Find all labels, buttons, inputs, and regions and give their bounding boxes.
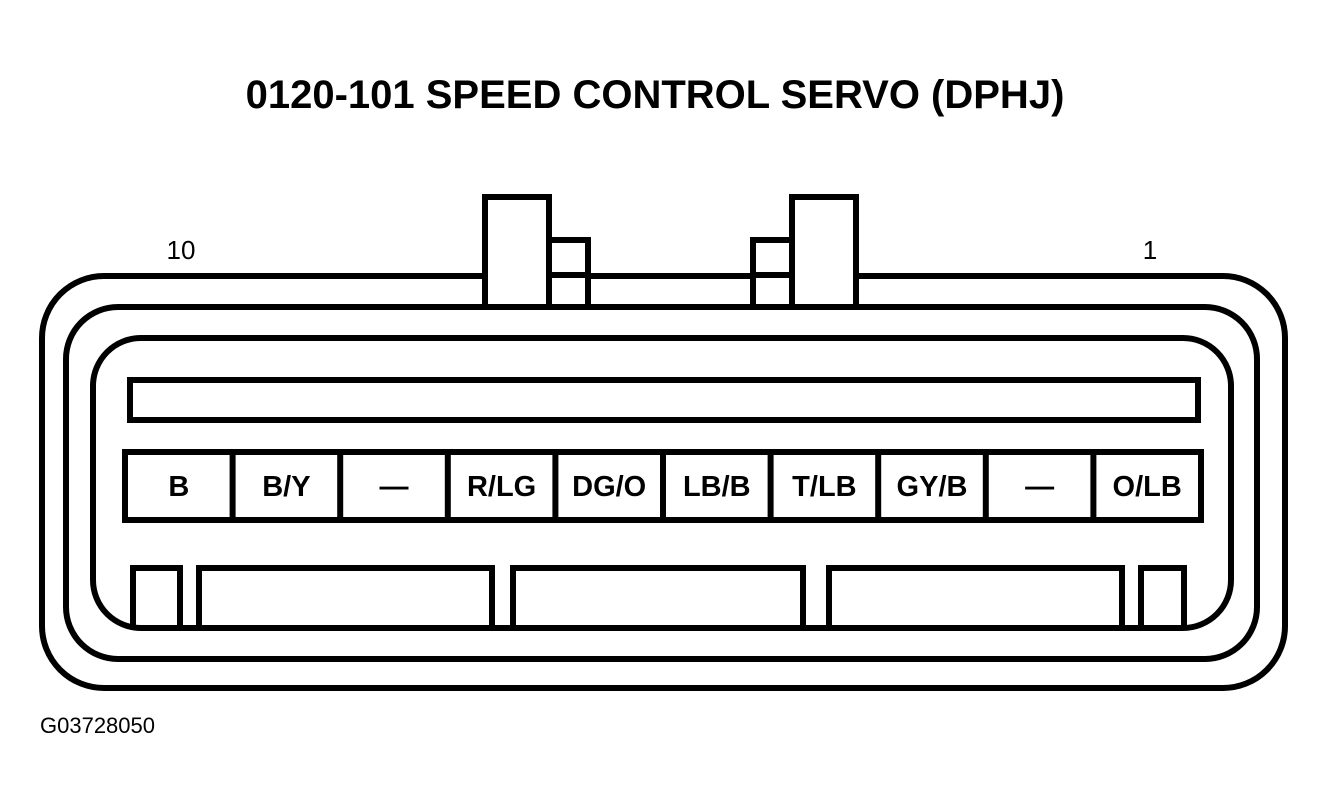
cavity-label-2: B/Y [262,471,310,503]
locking-tab-left [482,194,591,313]
cavity-label-3: — [380,471,409,503]
connector-inner-face [90,335,1234,631]
keying-slot-3 [510,565,806,628]
keying-slot-2 [196,565,495,628]
connector-outer-shell [39,273,1288,691]
keying-slot-5 [1138,565,1187,628]
bottom-keying-slots [130,565,1187,628]
cavity-label-5: DG/O [572,471,646,503]
connector-upper-slot [127,377,1201,423]
cavity-label-1: B [168,471,189,503]
keying-slot-4 [826,565,1125,628]
cavity-label-8: GY/B [897,471,968,503]
cavity-label-9: — [1025,471,1054,503]
diagram-title: 0120-101 SPEED CONTROL SERVO (DPHJ) [246,73,1065,117]
cavity-label-6: LB/B [683,471,751,503]
cavity-row: B B/Y — R/LG DG/O LB/B T/LB GY/B — O/LB [122,449,1204,523]
pin-number-right: 1 [1143,235,1157,265]
cavity-label-7: T/LB [792,471,856,503]
pin-number-left: 10 [167,235,196,265]
keying-slot-1 [130,565,183,628]
locking-tab-right [750,194,859,313]
cavity-label-10: O/LB [1113,471,1182,503]
cavity-label-4: R/LG [467,471,536,503]
figure-id: G03728050 [40,713,155,738]
